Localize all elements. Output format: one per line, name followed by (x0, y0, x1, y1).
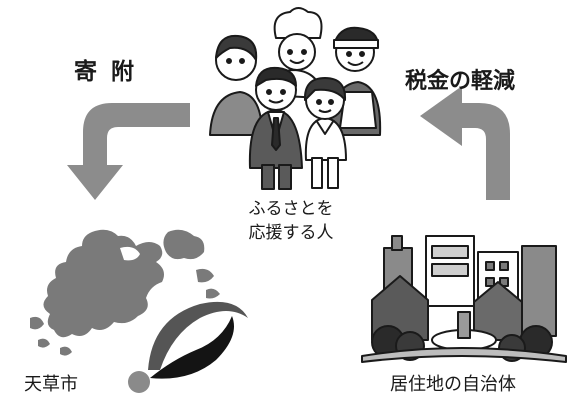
tax-reduction-arrow-icon (420, 86, 510, 200)
supporters-label-line1: ふるさとを (248, 199, 334, 219)
people-group-icon (209, 7, 382, 190)
city-logo-icon (128, 301, 248, 393)
town-buildings-icon (361, 235, 567, 363)
tax-reduction-label: 税金の軽減 (405, 69, 516, 94)
supporters-label: ふるさとを 応援する人 (236, 197, 346, 245)
donation-label: 寄附 (74, 59, 148, 85)
residence-label: 居住地の自治体 (390, 374, 516, 395)
supporters-label-line2: 応援する人 (248, 223, 334, 243)
amakusa-map-icon (30, 229, 220, 356)
donation-arrow-icon (67, 103, 190, 200)
city-label: 天草市 (24, 374, 78, 395)
